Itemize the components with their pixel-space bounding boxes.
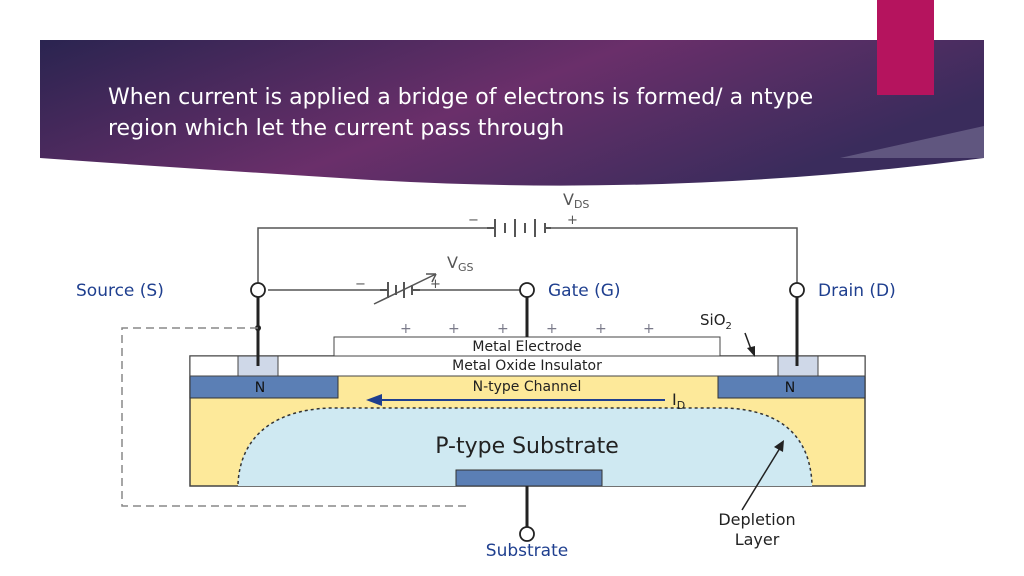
vds-plus: + — [567, 213, 578, 228]
vds-minus: − — [468, 213, 479, 228]
n-drain-label: N — [785, 380, 795, 396]
id-label: ID — [672, 390, 685, 412]
svg-text:+: + — [448, 321, 460, 337]
depletion-label-line1: Depletion — [718, 510, 795, 529]
accent-tab — [877, 0, 934, 95]
vds-label: VDS — [563, 190, 589, 211]
sio2-label: SiO2 — [700, 311, 732, 332]
mosfet-diagram: + + + + + + − + − + VDS VGS Source (S) G… — [76, 190, 896, 561]
substrate-terminal-label: Substrate — [486, 541, 568, 561]
n-source-label: N — [255, 380, 265, 396]
oxide-label: Metal Oxide Insulator — [452, 358, 602, 374]
vgs-minus: − — [355, 277, 366, 292]
vgs-battery — [373, 273, 437, 305]
substrate-contact — [455, 469, 603, 487]
depletion-label-line2: Layer — [735, 530, 780, 549]
title-banner — [40, 40, 984, 186]
channel-label: N-type Channel — [473, 379, 582, 395]
substrate-terminal — [519, 526, 535, 542]
svg-text:+: + — [595, 321, 607, 337]
vgs-label: VGS — [447, 253, 473, 274]
vds-battery — [487, 219, 551, 237]
metal-electrode-label: Metal Electrode — [472, 339, 581, 355]
vgs-plus: + — [430, 277, 441, 292]
p-substrate-label: P-type Substrate — [435, 434, 619, 459]
source-label: Source (S) — [76, 281, 164, 301]
p-substrate-region — [238, 408, 812, 486]
svg-text:+: + — [497, 321, 509, 337]
gate-charge-signs: + + + + + + — [400, 321, 655, 337]
svg-text:+: + — [546, 321, 558, 337]
drain-current-arrow — [366, 394, 665, 406]
slide-title: When current is applied a bridge of elec… — [108, 85, 814, 141]
drain-label: Drain (D) — [818, 281, 896, 301]
gate-label: Gate (G) — [548, 281, 621, 301]
gate-terminal — [519, 282, 535, 298]
svg-text:+: + — [643, 321, 655, 337]
svg-text:+: + — [400, 321, 412, 337]
drain-terminal — [789, 282, 805, 298]
source-terminal — [250, 282, 266, 298]
